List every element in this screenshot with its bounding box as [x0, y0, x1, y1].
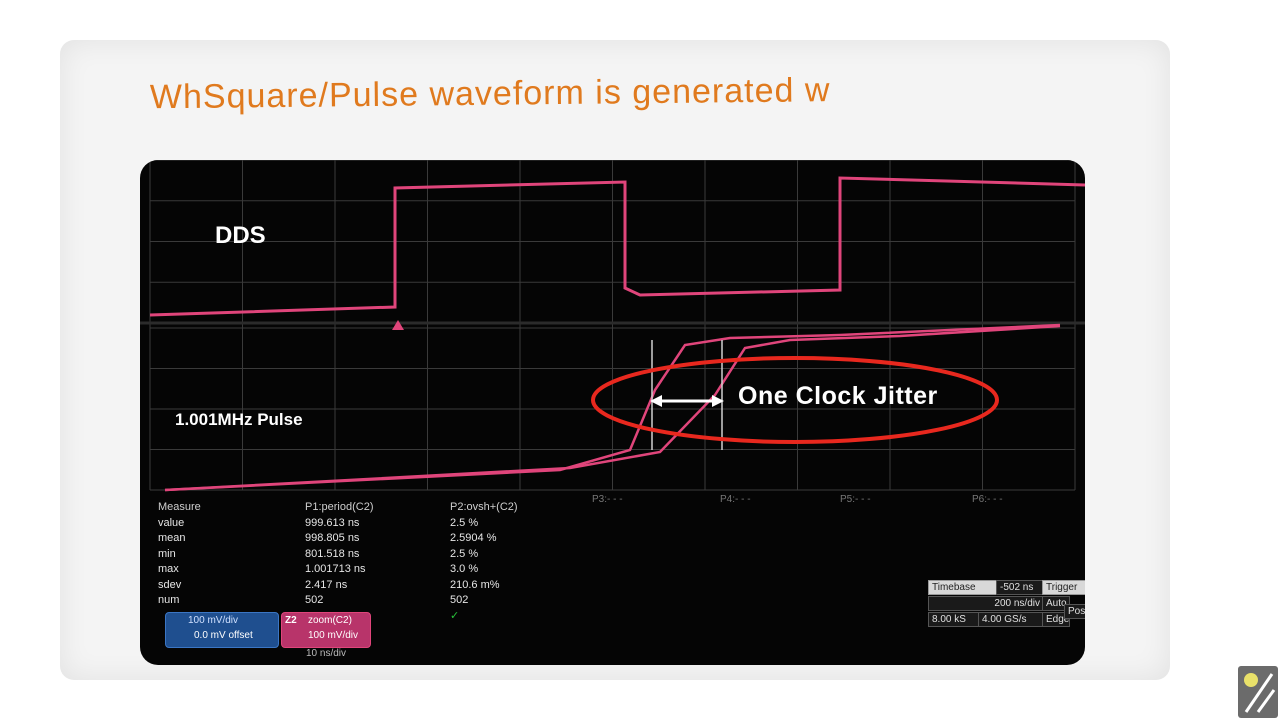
p2-max: 3.0 % [450, 563, 479, 575]
timebase-delay: -502 ns [996, 580, 1044, 595]
timebase-div: 200 ns/div [928, 596, 1044, 611]
param-p4-label: P4:- - - [720, 494, 751, 505]
trigger-label: Trigger [1042, 580, 1085, 595]
c1-scale: 100 mV/div [188, 615, 239, 626]
measure-p1-column[interactable]: P1:period(C2) 999.613 ns 998.805 ns 801.… [305, 500, 373, 609]
param-p6-label: P6:- - - [972, 494, 1003, 505]
p1-sdev: 2.417 ns [305, 578, 348, 591]
pulse-edge-trace-late [164, 324, 1061, 492]
row-label-num: num [158, 594, 180, 606]
timebase-trigger-panel[interactable]: Timebase -502 ns 200 ns/div 8.00 kS 4.00… [928, 580, 1085, 632]
p2-sdev: 210.6 m% [450, 578, 500, 591]
channel-z2-box[interactable]: Z2 zoom(C2) 100 mV/div [281, 612, 371, 648]
p1-min: 801.518 ns [305, 547, 360, 560]
p1-value: 999.613 ns [305, 516, 360, 529]
logo-mark-icon [1244, 673, 1276, 713]
pulse-channel-label: 1.001MHz Pulse [175, 410, 303, 429]
slide-heading: WhSquare/Pulse waveform is generated w [150, 70, 971, 139]
jitter-arrow [650, 395, 724, 407]
timebase-samples: 8.00 kS [928, 612, 982, 627]
waveform-display [140, 160, 1085, 492]
row-label-min: min [158, 547, 176, 560]
trigger-type: Edge [1042, 612, 1070, 627]
trigger-extra: Pos [1064, 604, 1085, 619]
p1-max: 1.001713 ns [305, 563, 366, 575]
p2-min: 2.5 % [450, 547, 479, 560]
heading-prefix: Wh [149, 77, 204, 117]
p2-num: 502 [450, 594, 469, 606]
oscilloscope-screen: DDS 1.001MHz Pulse One Clock Jitter P3:-… [140, 160, 1085, 665]
heading-text: Square/Pulse waveform is generated w [202, 71, 831, 116]
p1-header: P1:period(C2) [305, 501, 374, 513]
row-label-max: max [158, 563, 179, 575]
timebase-label: Timebase [928, 580, 1006, 595]
p2-value: 2.5 % [450, 516, 479, 529]
corner-logo-icon [1238, 666, 1278, 718]
p2-header: P2:ovsh+(C2) [450, 501, 518, 513]
z2-source: zoom(C2) [308, 615, 352, 626]
p2-mean: 2.5904 % [450, 532, 497, 544]
channel-c1-box[interactable]: 100 mV/div 0.0 mV offset [165, 612, 279, 648]
z2-time: 10 ns/div [306, 648, 347, 659]
z2-scale: 100 mV/div [308, 630, 359, 641]
jitter-annotation: One Clock Jitter [738, 382, 938, 410]
jitter-highlight-ellipse [591, 356, 999, 444]
z2-name: Z2 [285, 615, 297, 626]
c1-offset: 0.0 mV offset [194, 630, 253, 641]
param-p3-label: P3:- - - [592, 494, 623, 505]
timebase-rate: 4.00 GS/s [978, 612, 1044, 627]
measure-p2-column[interactable]: P2:ovsh+(C2) 2.5 % 2.5904 % 2.5 % 3.0 % … [450, 500, 518, 624]
param-p5-label: P5:- - - [840, 494, 871, 505]
p1-num: 502 [305, 594, 324, 606]
row-label-mean: mean [158, 532, 186, 544]
trigger-marker-icon [392, 320, 404, 330]
measure-row-labels: Measure value mean min max sdev num [158, 500, 201, 609]
p2-status-check-icon: ✓ [450, 609, 460, 622]
top-channel-label: DDS [215, 222, 266, 249]
top-square-waveform [149, 176, 1085, 317]
p1-mean: 998.805 ns [305, 532, 360, 544]
row-label-sdev: sdev [158, 578, 182, 591]
measure-label: Measure [158, 501, 201, 513]
grid-lines [149, 160, 1076, 491]
trigger-mode: Auto [1042, 596, 1070, 611]
row-label-value: value [158, 516, 185, 529]
